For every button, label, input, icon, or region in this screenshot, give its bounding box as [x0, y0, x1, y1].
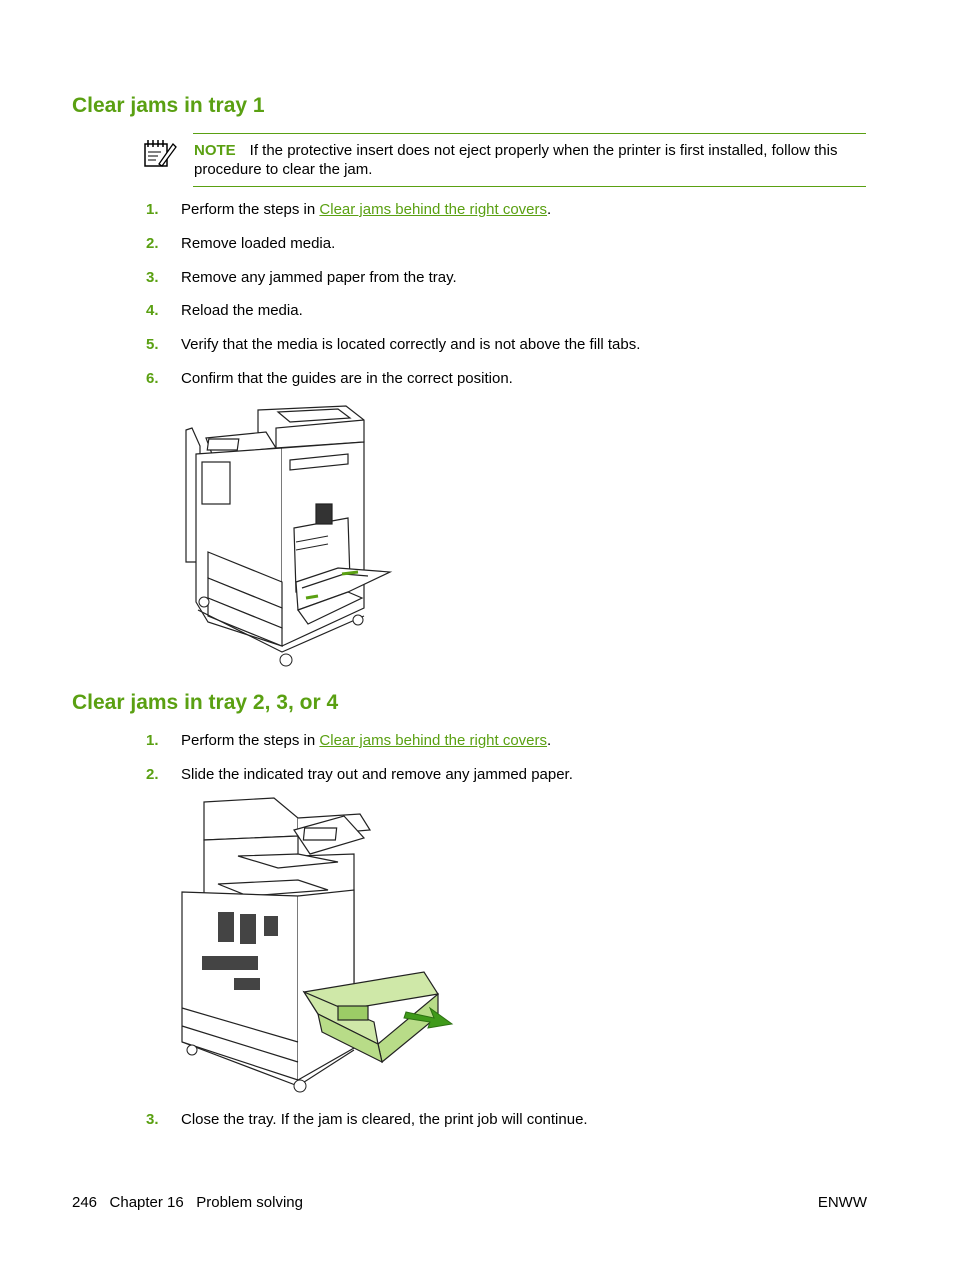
- step-number: 2.: [146, 235, 159, 252]
- step-text: Reload the media.: [181, 302, 303, 319]
- step-number: 2.: [146, 766, 159, 783]
- step-text: Close the tray. If the jam is cleared, t…: [181, 1111, 588, 1128]
- note-box: [193, 133, 866, 187]
- step-text: Remove loaded media.: [181, 235, 336, 252]
- step-number: 3.: [146, 1111, 159, 1128]
- step-number: 1.: [146, 732, 159, 749]
- note-text: If the protective insert does not eject …: [194, 142, 838, 178]
- step-text: Slide the indicated tray out and remove …: [181, 766, 573, 783]
- section-heading-tray234: Clear jams in tray 2, 3, or 4: [72, 691, 339, 714]
- step-text: Verify that the media is located correct…: [181, 336, 641, 353]
- step-text: Perform the steps in: [181, 732, 320, 749]
- step-text: Remove any jammed paper from the tray.: [181, 269, 457, 286]
- step-number: 6.: [146, 370, 159, 387]
- step-number: 1.: [146, 201, 159, 218]
- link-clear-jams-right-covers[interactable]: Clear jams behind the right covers: [319, 201, 548, 218]
- step-text: Confirm that the guides are in the corre…: [181, 370, 513, 387]
- step-number: 5.: [146, 336, 159, 353]
- footer-page-info: 246 Chapter 16 Problem solving: [72, 1194, 303, 1211]
- section-heading-tray1: Clear jams in tray 1: [72, 94, 265, 117]
- footer-enww: ENWW: [817, 1194, 867, 1211]
- step-number: 4.: [146, 302, 159, 319]
- step-text-end: .: [547, 732, 552, 749]
- printer-tray1-illustration: [185, 405, 393, 667]
- note-icon: [144, 140, 177, 167]
- step-number: 3.: [146, 269, 159, 286]
- link-clear-jams-right-covers[interactable]: Clear jams behind the right covers: [319, 732, 548, 749]
- note-label: NOTE: [194, 142, 236, 159]
- step-text-end: .: [547, 201, 552, 218]
- step-text: Perform the steps in: [181, 201, 320, 218]
- printer-tray-drawer-illustration: [181, 797, 454, 1093]
